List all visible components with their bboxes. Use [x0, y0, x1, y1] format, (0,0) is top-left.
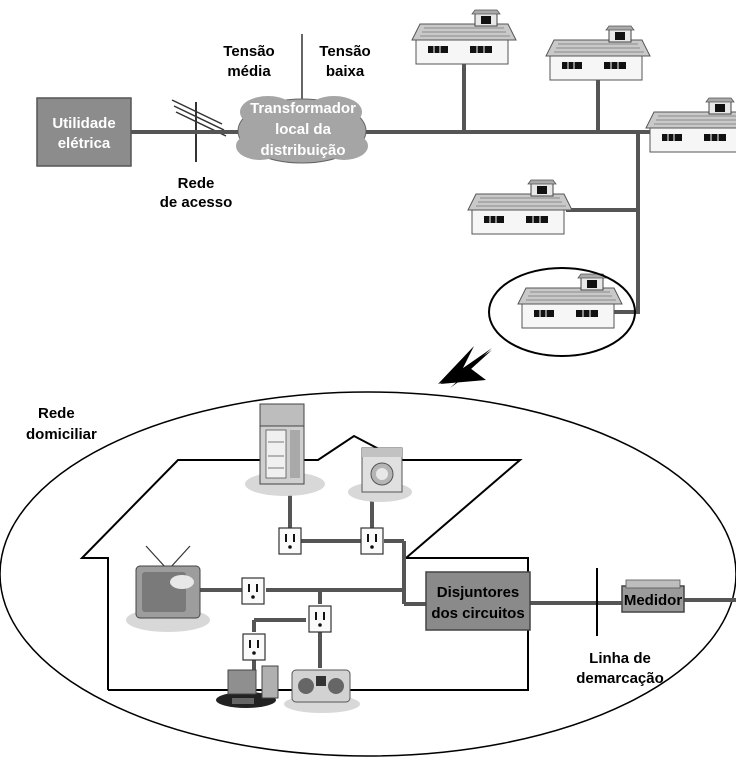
outlet-icon — [242, 633, 266, 661]
transformer-cloud: Transformador local da distribuição — [236, 96, 368, 164]
tv-icon — [126, 545, 210, 632]
refrigerator-icon — [245, 403, 325, 496]
demarcation-label-line2: demarcação — [576, 670, 664, 687]
circuit-breakers-box: Disjuntores dos circuitos — [425, 571, 531, 631]
house-icon — [467, 179, 573, 235]
breakers-label-line2: dos circuitos — [431, 605, 524, 622]
transformer-label-line1: Transformador — [250, 100, 356, 117]
outlet-icon — [278, 527, 302, 555]
breakers-label-line1: Disjuntores — [437, 584, 520, 601]
highlighted-home-ellipse — [488, 267, 636, 357]
utility-label-line2: elétrica — [58, 135, 111, 152]
low-voltage-label-line1: Tensão — [319, 43, 370, 60]
access-network-label-line1: Rede — [178, 175, 215, 192]
utility-box: Utilidade elétrica — [36, 97, 132, 167]
computer-icon — [216, 665, 279, 708]
outlet-icon — [308, 605, 332, 633]
transformer-label-line3: distribuição — [260, 142, 345, 159]
meter-box: Medidor — [621, 579, 685, 613]
access-network-label-line2: de acesso — [160, 194, 233, 211]
home-network-label-line1: Rede — [38, 405, 75, 422]
house-icon — [545, 25, 651, 81]
low-voltage-label-line2: baixa — [326, 63, 365, 80]
home-network-label-line2: domiciliar — [26, 426, 97, 443]
arrow-down-left-icon — [438, 346, 492, 388]
radio-icon — [284, 669, 360, 713]
house-icon — [517, 273, 623, 329]
medium-voltage-label-line2: média — [227, 63, 271, 80]
medium-voltage-label-line1: Tensão — [223, 43, 274, 60]
house-icon — [411, 9, 517, 65]
outlet-icon — [241, 577, 265, 605]
outlet-icon — [360, 527, 384, 555]
washing-machine-icon — [348, 447, 412, 502]
demarcation-label-line1: Linha de — [589, 650, 651, 667]
home-network-ellipse — [0, 391, 736, 757]
meter-label: Medidor — [624, 592, 682, 609]
distribution-wires — [131, 62, 676, 314]
house-icon — [645, 97, 736, 153]
transformer-label-line2: local da — [275, 121, 332, 138]
utility-label-line1: Utilidade — [52, 115, 115, 132]
